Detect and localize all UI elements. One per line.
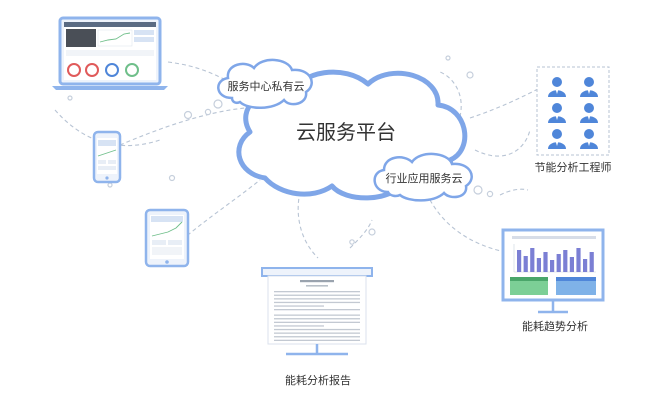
private-cloud-shape — [217, 58, 313, 109]
platform-title: 云服务平台 — [296, 120, 396, 144]
report-text-line — [274, 294, 360, 296]
trend-bar — [550, 260, 555, 272]
industry-cloud: 行业应用服务云 — [373, 152, 494, 202]
report-board-top — [261, 267, 373, 277]
connector-right-dots — [499, 188, 529, 196]
private-cloud: 服务中心私有云 — [204, 58, 313, 116]
bubble — [486, 190, 494, 198]
trend-bar — [536, 258, 541, 272]
report-text-line — [274, 321, 360, 323]
report-text-line — [274, 301, 360, 304]
trend-bar — [517, 250, 522, 272]
report-text-line — [274, 328, 360, 331]
engineers-frame — [536, 66, 610, 156]
connector-phone — [119, 107, 246, 146]
report-text-line — [274, 318, 360, 320]
trend-table-green — [510, 277, 548, 295]
engineer-icon — [580, 129, 598, 149]
trend-bars — [517, 248, 594, 272]
private-cloud-label: 服务中心私有云 — [228, 79, 305, 93]
trend-label: 能耗趋势分析 — [522, 319, 588, 333]
connector-report-dots — [349, 219, 373, 249]
report-board: 能耗分析报告 — [261, 267, 373, 387]
connector-engineers-loop — [474, 129, 531, 157]
engineers-panel: 节能分析工程师 — [535, 66, 612, 174]
connector-tablet — [181, 179, 261, 241]
connector-trend — [429, 199, 506, 253]
phone-icon — [92, 130, 122, 184]
report-text-line — [274, 336, 360, 338]
engineer-icon — [580, 103, 598, 123]
engineers-label: 节能分析工程师 — [535, 160, 612, 174]
decorative-bubbles — [67, 55, 474, 245]
trend-bar — [543, 252, 548, 272]
trend-bar — [530, 248, 535, 272]
tablet-icon — [144, 208, 190, 268]
report-text-line — [274, 291, 360, 293]
trend-board: 能耗趋势分析 — [501, 228, 605, 333]
report-text-line — [274, 325, 324, 327]
connector-engineers — [469, 87, 541, 119]
industry-cloud-shape — [373, 152, 473, 202]
bubble — [213, 99, 223, 109]
engineer-icon — [548, 129, 566, 149]
report-label: 能耗分析报告 — [285, 373, 351, 387]
engineer-icon — [580, 77, 598, 97]
report-text-lines — [274, 291, 360, 341]
laptop-icon — [52, 16, 168, 90]
trend-bar — [583, 259, 588, 272]
connector-report — [297, 191, 319, 259]
report-text-line — [274, 332, 360, 334]
report-text-line — [274, 305, 324, 307]
bubble — [204, 108, 212, 116]
report-text-line — [274, 298, 360, 300]
report-text-line — [274, 339, 360, 341]
engineer-icon — [548, 103, 566, 123]
connector-laptop — [167, 61, 231, 83]
trend-bar — [556, 254, 561, 272]
bubble — [473, 185, 483, 195]
engineer-grid — [548, 77, 598, 149]
report-text-line — [274, 314, 360, 316]
trend-bar — [589, 252, 594, 272]
trend-bar — [576, 248, 581, 272]
engineer-icon — [548, 77, 566, 97]
report-text-line — [274, 309, 360, 311]
trend-bar — [569, 257, 574, 272]
industry-cloud-label: 行业应用服务云 — [386, 171, 463, 185]
trend-table-blue — [556, 277, 596, 295]
trend-bar — [523, 256, 528, 272]
trend-bar — [563, 250, 568, 272]
